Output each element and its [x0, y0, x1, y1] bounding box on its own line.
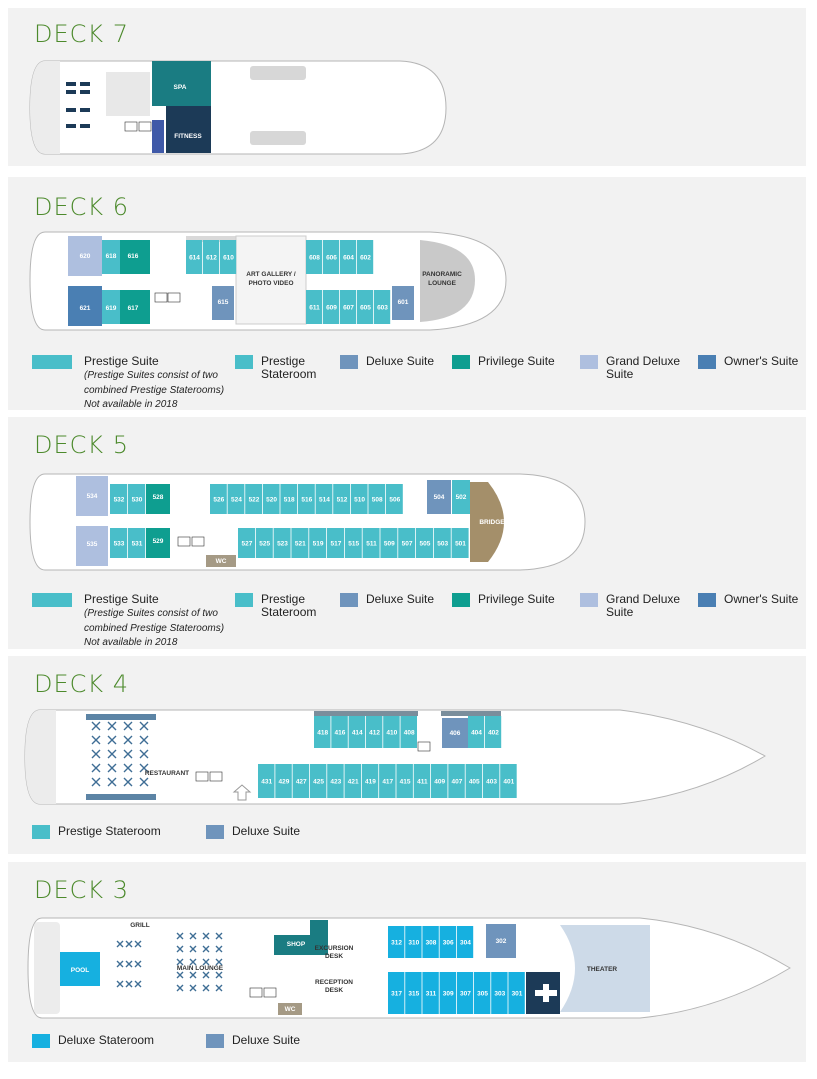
deck-4-title: DECK 4 [34, 670, 130, 698]
legend-prestige-suite: Prestige Suite [84, 354, 159, 368]
deck-3-title: DECK 3 [34, 876, 130, 904]
deck-7-panel: DECK 7 [8, 8, 806, 166]
deck-7-title: DECK 7 [34, 20, 130, 48]
deck-6-title: DECK 6 [34, 193, 130, 221]
deck-5-title: DECK 5 [34, 431, 130, 459]
prestige-suite-swatch [32, 355, 72, 369]
deck-3-panel: DECK 3 [8, 862, 806, 1062]
